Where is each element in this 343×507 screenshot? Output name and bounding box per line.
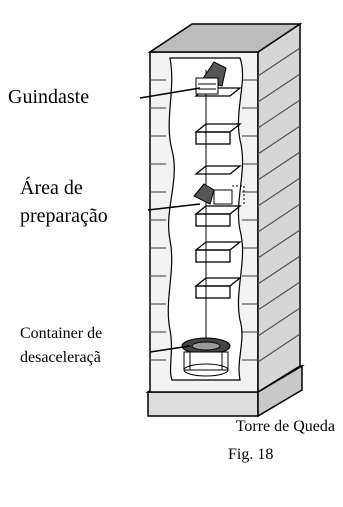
container-icon [181,337,231,377]
prep-icon [193,183,245,206]
label-crane: Guindaste [8,86,90,108]
label-preparation-line1: Área de [20,177,83,199]
crane-icon [195,61,227,95]
label-preparation-area: Área de preparação [20,174,108,230]
floors [194,87,242,299]
caption-figure: Fig. 18 [228,446,274,463]
label-container-line1: Container de [20,325,103,342]
tower-base-front [147,391,259,417]
caption-title: Torre de Queda [235,418,335,435]
leader-prep [147,203,201,211]
brick-lines [257,47,301,363]
label-deceleration-container: Container de desaceleraçã [20,322,102,370]
tower-top [147,23,303,53]
label-preparation-line2: preparação [20,205,108,227]
front-brick-lines [150,79,258,361]
label-container-line2: desaceleraçã [20,349,101,366]
leader-crane [139,87,201,99]
leader-container [149,345,191,353]
tower-cutaway [167,57,244,381]
